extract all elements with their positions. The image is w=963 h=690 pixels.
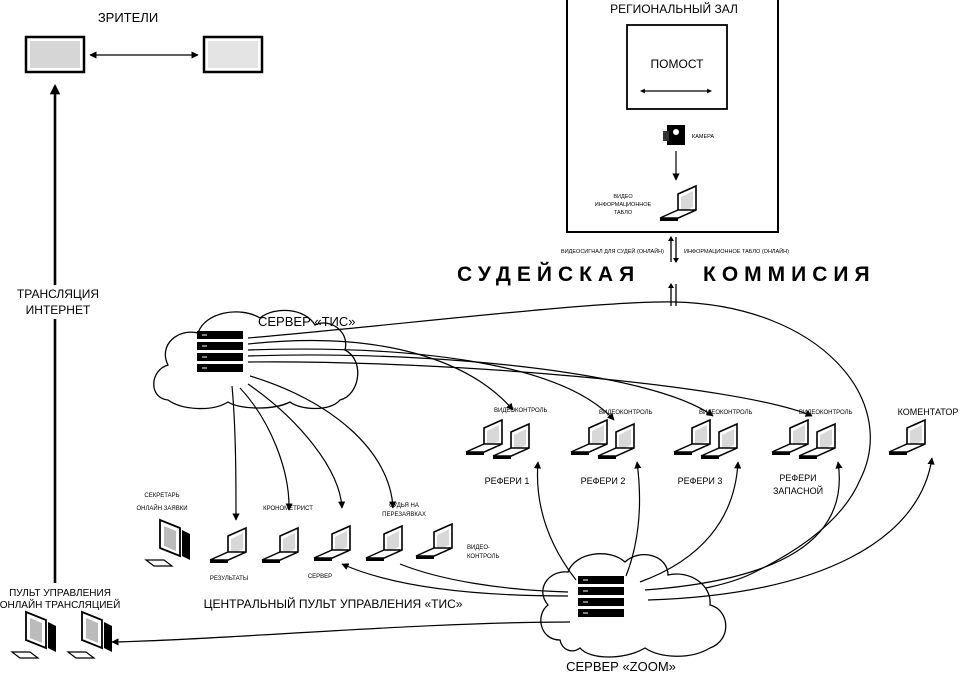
referee-reserve[interactable]: ВИДЕОКОНТРОЛЬ РЕФЕРИ ЗАПАСНОЙ xyxy=(771,410,853,496)
desktop-computer-icon xyxy=(11,611,57,659)
laptop-icon xyxy=(673,419,711,456)
video-control-label-line1: ВИДЕО- xyxy=(467,545,490,551)
laptop-icon xyxy=(261,527,299,564)
referee-2-vc: ВИДЕОКОНТРОЛЬ xyxy=(599,410,653,416)
signal-right-label: ИНФОРМАЦИОННОЕ ТАБЛО (ОНЛАЙН) xyxy=(684,247,789,255)
laptop-icon xyxy=(570,419,608,456)
referee-3-label: РЕФЕРИ 3 xyxy=(678,476,723,486)
video-control-label-line2: КОНТРОЛЬ xyxy=(467,554,500,560)
referee-reserve-vc: ВИДЕОКОНТРОЛЬ xyxy=(799,410,853,416)
viewers-title: ЗРИТЕЛИ xyxy=(98,10,158,25)
laptop-icon xyxy=(465,419,503,456)
broadcast-label-line1: ТРАНСЛЯЦИЯ xyxy=(17,287,99,301)
judge-label-line2: ПЕРЕЗАЯВКАХ xyxy=(382,512,426,518)
laptop-icon xyxy=(313,525,351,562)
camera-label: КАМЕРА xyxy=(692,134,714,140)
timekeeper-label: КРОНОМЕТРИСТ xyxy=(263,506,313,512)
referee-1[interactable]: ВИДЕОКОНТРОЛЬ РЕФЕРИ 1 xyxy=(465,408,548,486)
board-label-line1: ВИДЕО xyxy=(613,194,633,200)
timekeeper-workstation[interactable]: КРОНОМЕТРИСТ xyxy=(261,506,313,564)
server-zoom-label: СЕРВЕР «ZOOM» xyxy=(566,659,676,674)
video-control-workstation[interactable]: ВИДЕО- КОНТРОЛЬ xyxy=(415,523,500,560)
commentator[interactable]: КОМЕНТАТОР xyxy=(888,407,959,456)
referee-3-vc: ВИДЕОКОНТРОЛЬ xyxy=(699,410,753,416)
monitor-icon xyxy=(202,35,264,74)
regional-hall-frame xyxy=(566,0,779,233)
commentator-label: КОМЕНТАТОР xyxy=(898,407,959,417)
zoom-connections xyxy=(111,457,935,646)
results-label: РЕЗУЛЬТАТЫ xyxy=(210,576,248,582)
server-label: СЕРВЕР xyxy=(308,574,332,580)
broadcast-console-label-line1: ПУЛЬТ УПРАВЛЕНИЯ xyxy=(9,588,111,599)
referee-reserve-label-line2: ЗАПАСНОЙ xyxy=(773,485,823,496)
server-workstation[interactable]: СЕРВЕР xyxy=(308,525,351,580)
referee-2[interactable]: ВИДЕОКОНТРОЛЬ РЕФЕРИ 2 xyxy=(570,410,653,486)
podium xyxy=(626,24,728,110)
laptop-icon xyxy=(659,185,697,222)
laptop-icon xyxy=(365,525,403,562)
monitor-icon xyxy=(24,35,86,74)
desktop-computer-icon xyxy=(145,519,191,567)
broadcast-console-label-line2: ОНЛАЙН ТРАНСЛЯЦИЕЙ xyxy=(0,598,120,611)
desktop-computer-icon xyxy=(67,611,113,659)
laptop-icon xyxy=(415,523,453,560)
referee-1-vc: ВИДЕОКОНТРОЛЬ xyxy=(494,408,548,414)
board-label-line3: ТАБЛО xyxy=(614,210,633,216)
signal-left-label: ВИДЕОСИГНАЛ ДЛЯ СУДЕЙ (ОНЛАЙН) xyxy=(561,247,664,255)
laptop-icon xyxy=(209,527,247,564)
referee-2-label: РЕФЕРИ 2 xyxy=(581,476,626,486)
laptop-icon xyxy=(888,419,926,456)
broadcast-label-line2: ИНТЕРНЕТ xyxy=(26,303,91,317)
referee-3[interactable]: ВИДЕОКОНТРОЛЬ РЕФЕРИ 3 xyxy=(673,410,753,486)
commission-label-left: СУДЕЙСКАЯ xyxy=(457,262,640,286)
secretary-label-line1: СЕКРЕТАРЬ xyxy=(144,493,179,499)
laptop-icon xyxy=(771,419,809,456)
podium-label: ПОМОСТ xyxy=(651,57,705,71)
secretary-label-line2: ОНЛАЙН ЗАЯВКИ xyxy=(136,504,187,512)
results-workstation[interactable]: РЕЗУЛЬТАТЫ xyxy=(209,527,248,582)
server-tis-label: СЕРВЕР «ТИС» xyxy=(258,314,356,329)
central-console-title: ЦЕНТРАЛЬНЫЙ ПУЛЬТ УПРАВЛЕНИЯ «ТИС» xyxy=(204,596,463,611)
board-label-line2: ИНФОРМАЦИОННОЕ xyxy=(595,202,652,208)
referee-1-label: РЕФЕРИ 1 xyxy=(485,476,530,486)
referee-reserve-label-line1: РЕФЕРИ xyxy=(779,473,816,483)
secretary-workstation[interactable]: СЕКРЕТАРЬ ОНЛАЙН ЗАЯВКИ xyxy=(136,493,191,567)
judge-label-line1: СУДЬЯ НА xyxy=(389,503,419,509)
judge-workstation[interactable]: СУДЬЯ НА ПЕРЕЗАЯВКАХ xyxy=(365,503,426,562)
regional-hall-title: РЕГИОНАЛЬНЫЙ ЗАЛ xyxy=(610,1,738,16)
tis-connections xyxy=(231,301,871,596)
signal-double-arrow xyxy=(668,236,679,263)
commission-label-right: КОММИСИЯ xyxy=(703,263,876,286)
camera-icon xyxy=(663,125,685,145)
